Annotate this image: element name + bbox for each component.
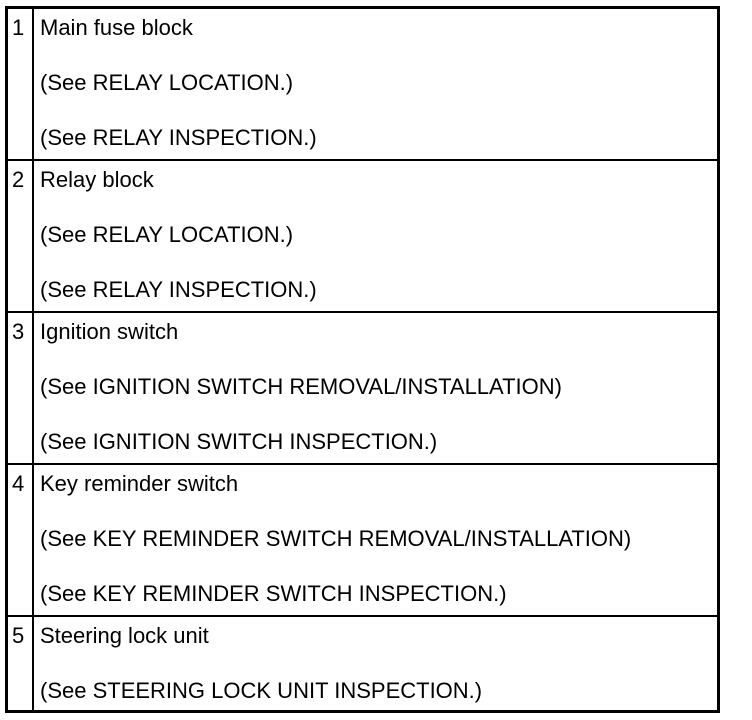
table-row: 4 Key reminder switch (See KEY REMINDER … bbox=[8, 465, 717, 617]
row-number: 1 bbox=[12, 15, 25, 40]
table-row: 5 Steering lock unit (See STEERING LOCK … bbox=[8, 617, 717, 710]
component-name: Relay block bbox=[40, 167, 154, 192]
row-number-cell: 3 bbox=[8, 313, 34, 463]
component-name: Main fuse block bbox=[40, 15, 193, 40]
component-name: Steering lock unit bbox=[40, 623, 209, 648]
row-number: 2 bbox=[12, 167, 25, 192]
reference-link[interactable]: (See RELAY LOCATION.) bbox=[40, 70, 294, 95]
row-number-cell: 2 bbox=[8, 161, 34, 311]
row-number-cell: 1 bbox=[8, 9, 34, 159]
table-row: 3 Ignition switch (See IGNITION SWITCH R… bbox=[8, 313, 717, 465]
row-number: 3 bbox=[12, 319, 25, 344]
reference-link[interactable]: (See KEY REMINDER SWITCH INSPECTION.) bbox=[40, 581, 507, 606]
reference-link[interactable]: (See STEERING LOCK UNIT INSPECTION.) bbox=[40, 678, 483, 703]
reference-link[interactable]: (See RELAY INSPECTION.) bbox=[40, 277, 317, 302]
row-number-cell: 5 bbox=[8, 617, 34, 710]
row-number: 5 bbox=[12, 623, 25, 648]
reference-link[interactable]: (See IGNITION SWITCH REMOVAL/INSTALLATIO… bbox=[40, 374, 562, 399]
reference-link[interactable]: (See KEY REMINDER SWITCH REMOVAL/INSTALL… bbox=[40, 526, 632, 551]
component-name: Key reminder switch bbox=[40, 471, 239, 496]
component-table: 1 Main fuse block (See RELAY LOCATION.) … bbox=[5, 6, 720, 713]
component-name: Ignition switch bbox=[40, 319, 179, 344]
reference-link[interactable]: (See RELAY INSPECTION.) bbox=[40, 125, 317, 150]
reference-link[interactable]: (See RELAY LOCATION.) bbox=[40, 222, 294, 247]
table-row: 2 Relay block (See RELAY LOCATION.) (See… bbox=[8, 161, 717, 313]
row-number-cell: 4 bbox=[8, 465, 34, 615]
table-row: 1 Main fuse block (See RELAY LOCATION.) … bbox=[8, 9, 717, 161]
row-number: 4 bbox=[12, 471, 25, 496]
reference-link[interactable]: (See IGNITION SWITCH INSPECTION.) bbox=[40, 429, 438, 454]
